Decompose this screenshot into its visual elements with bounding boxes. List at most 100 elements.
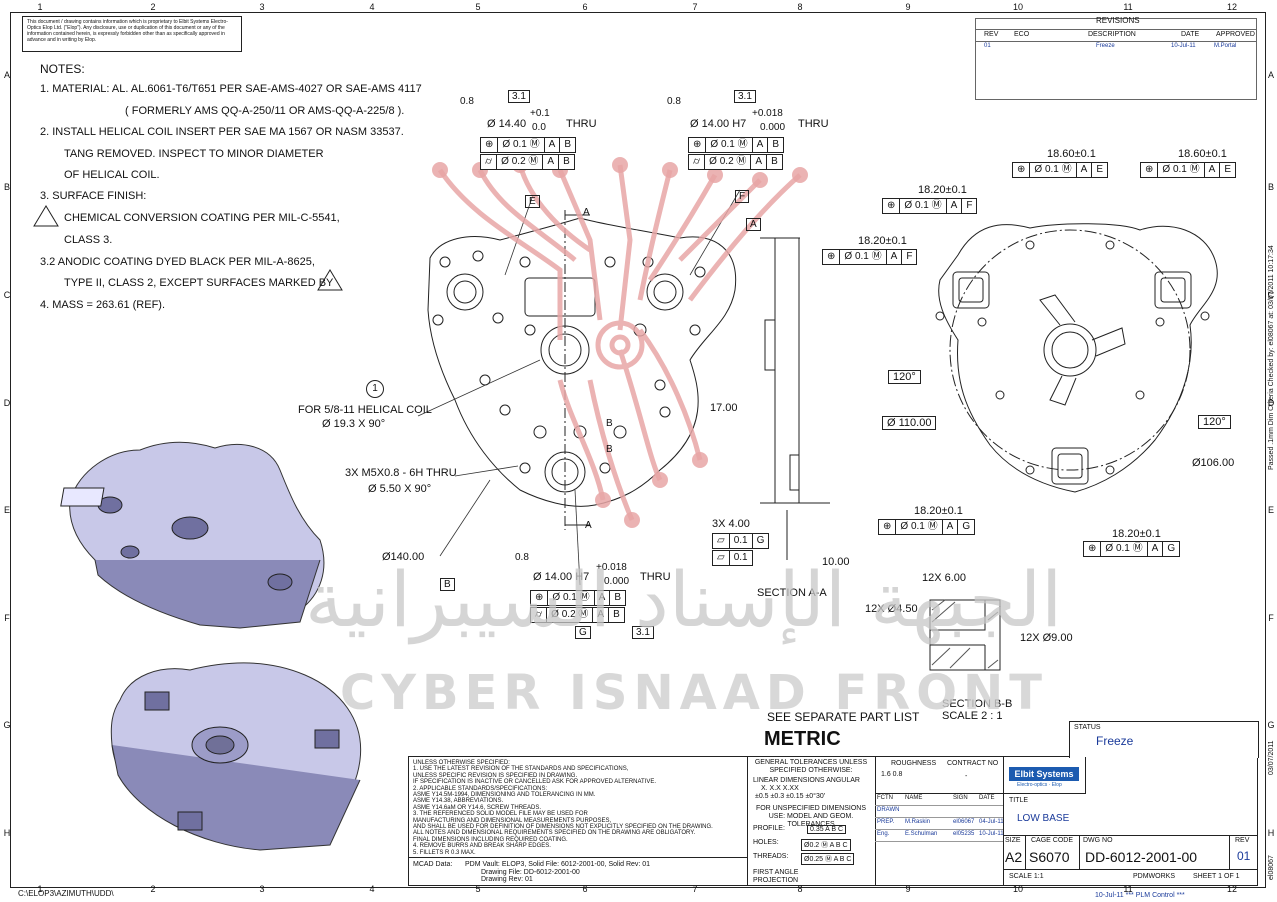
spec-note-line: ASME Y14.6aM OR Y14.6, SCREW THREADS. — [413, 804, 542, 811]
notes-title: NOTES: — [40, 62, 85, 76]
drawing-title: LOW BASE — [1017, 813, 1070, 824]
hole-e-tol-lower: 0.0 — [532, 122, 546, 133]
rev-col-eco: ECO — [1014, 31, 1030, 38]
zone-letter: E — [3, 505, 10, 515]
flatness-fcf: ⏥0.1 — [712, 550, 753, 566]
zone-number: 9 — [905, 2, 911, 12]
spec-note-line: ASME Y14.38, ABBREVIATIONS. — [413, 798, 504, 805]
title-cell: TITLE LOW BASE — [1003, 793, 1257, 836]
company-logo: Elbit Systems Electro-optics · Elop — [1003, 757, 1086, 794]
zone-number: 9 — [905, 884, 911, 894]
zone-number: 5 — [475, 2, 481, 12]
dim-3x4: 3X 4.00 — [712, 518, 750, 530]
plm-control: 10-Jul-11 *** PLM Control *** — [1095, 892, 1185, 899]
datum-b: B — [440, 578, 455, 591]
roughness-contract: ROUGHNESS 1.6 0.8 CONTRACT NO - — [875, 757, 1004, 794]
dwg-number-row: SIZE A2 CAGE CODE S6070 DWG NO DD-6012-2… — [1003, 835, 1257, 870]
zone-number: 10 — [1012, 2, 1023, 12]
dim-10: 10.00 — [822, 556, 850, 568]
angle-120-a: 120° — [888, 370, 921, 384]
dim-18-20-c: 18.20±0.1 — [914, 505, 963, 517]
hole-e-tol-upper: +0.1 — [530, 108, 550, 119]
zone-number: 10 — [1012, 884, 1023, 894]
hole-f-tol-upper: +0.018 — [752, 108, 783, 119]
note-flag-icon — [317, 269, 343, 291]
hole-f-diameter: Ø 14.00 H7 — [690, 118, 747, 130]
zone-number: 5 — [475, 884, 481, 894]
helical-coil-note: FOR 5/8-11 HELICAL COIL — [298, 404, 432, 416]
general-tolerances: GENERAL TOLERANCES UNLESS SPECIFIED OTHE… — [747, 757, 876, 885]
side-stamp: Passed .1mm Dim Criteria Checked by: el0… — [1268, 245, 1275, 470]
section-mark-a-bottom: A — [585, 520, 592, 531]
spec-note-line: UNLESS SPECIFIC REVISION IS SPECIFIED IN… — [413, 772, 578, 779]
spec-note-line: FINAL DIMENSIONS INCLUDING REQUIRED COAT… — [413, 836, 568, 843]
dia-140-dim: Ø140.00 — [382, 551, 425, 563]
dia-110-dim: Ø 110.00 — [882, 416, 937, 430]
zone-number: 8 — [797, 2, 803, 12]
section-bb-body — [929, 599, 1001, 671]
helical-coil-csk: Ø 19.3 X 90° — [322, 418, 386, 430]
note-3: 3. SURFACE FINISH: — [40, 190, 147, 202]
drawing-frame — [10, 12, 1266, 888]
sign-off-row: DRAWN — [875, 805, 1003, 818]
note-2-cont1: TANG REMOVED. INSPECT TO MINOR DIAMETER — [64, 148, 324, 160]
revisions-title: REVISIONS — [1096, 16, 1140, 25]
hole-e-thru: THRU — [566, 118, 597, 130]
drawing-number: DD-6012-2001-00 — [1085, 849, 1198, 865]
note-3-1: CHEMICAL CONVERSION COATING PER MIL-C-55… — [64, 212, 340, 224]
spec-note-line: 5. FILLETS R 0.3 MAX. — [413, 849, 476, 856]
zone-letter: A — [1267, 70, 1274, 80]
section-mark-b-2: B — [606, 444, 613, 455]
hole-g-tol-upper: +0.018 — [596, 562, 627, 573]
dim-12x-9: 12X Ø9.00 — [1020, 632, 1073, 644]
hole-e-diameter: Ø 14.40 — [487, 118, 527, 130]
dim-12x-6: 12X 6.00 — [922, 572, 967, 584]
section-aa-label: SECTION A-A — [757, 587, 827, 599]
zone-letter: D — [3, 398, 11, 408]
note-2: 2. INSTALL HELICAL COIL INSERT PER SAE M… — [40, 126, 404, 138]
dim-17: 17.00 — [710, 402, 738, 414]
dim-12x-4-5: 12X Ø4.50 — [865, 603, 918, 615]
spec-note-line: IF SPECIFICATION IS INACTIVE OR CANCELLE… — [413, 779, 657, 786]
zone-number: 3 — [259, 2, 265, 12]
right-view-outline — [938, 223, 1218, 493]
metric-label: METRIC — [764, 728, 841, 750]
see-parts-list: SEE SEPARATE PART LIST — [767, 710, 920, 724]
note-flag-icon — [33, 205, 59, 227]
hole-g-thru: THRU — [640, 571, 671, 583]
dia-106-dim: Ø106.00 — [1192, 457, 1235, 469]
zone-number: 2 — [150, 884, 156, 894]
hole-f-roughness: 0.8 — [667, 96, 681, 107]
dim-18-20-a: 18.20±0.1 — [918, 184, 967, 196]
scale-sheet-row: SCALE 1:1 PDMWORKS SHEET 1 OF 1 — [1009, 873, 1240, 880]
file-path: C:\ELOP3\AZIMUTH\UDD\ — [18, 889, 114, 898]
zone-number: 11 — [1123, 2, 1133, 12]
title-block: UNLESS OTHERWISE SPECIFIED:1. USE THE LA… — [408, 721, 1259, 886]
spec-note-line: UNLESS OTHERWISE SPECIFIED: — [413, 760, 510, 766]
side-date: 03/07/2011 — [1268, 740, 1275, 775]
zone-number: 1 — [37, 2, 43, 12]
m5-thread-note: 3X M5X0.8 - 6H THRU — [345, 467, 457, 479]
zone-number: 1 — [37, 884, 43, 894]
hole-g-diameter: Ø 14.00 H7 — [533, 571, 590, 583]
zone-number: 3 — [259, 884, 265, 894]
elbit-logo: Elbit Systems — [1009, 767, 1079, 781]
dim-18-20-d: 18.20±0.1 — [1112, 528, 1161, 540]
section-bb-label: SECTION B-B — [942, 698, 1013, 710]
zone-letter: E — [1267, 505, 1274, 515]
section-bb-scale: SCALE 2 : 1 — [942, 710, 1003, 722]
note-1: 1. MATERIAL: AL. AL.6061-T6/T651 PER SAE… — [40, 83, 422, 95]
spec-note-line: 1. USE THE LATEST REVISION OF THE STANDA… — [413, 766, 629, 773]
hole-g-roughness: 0.8 — [515, 552, 529, 563]
zone-number: 11 — [1123, 884, 1133, 894]
